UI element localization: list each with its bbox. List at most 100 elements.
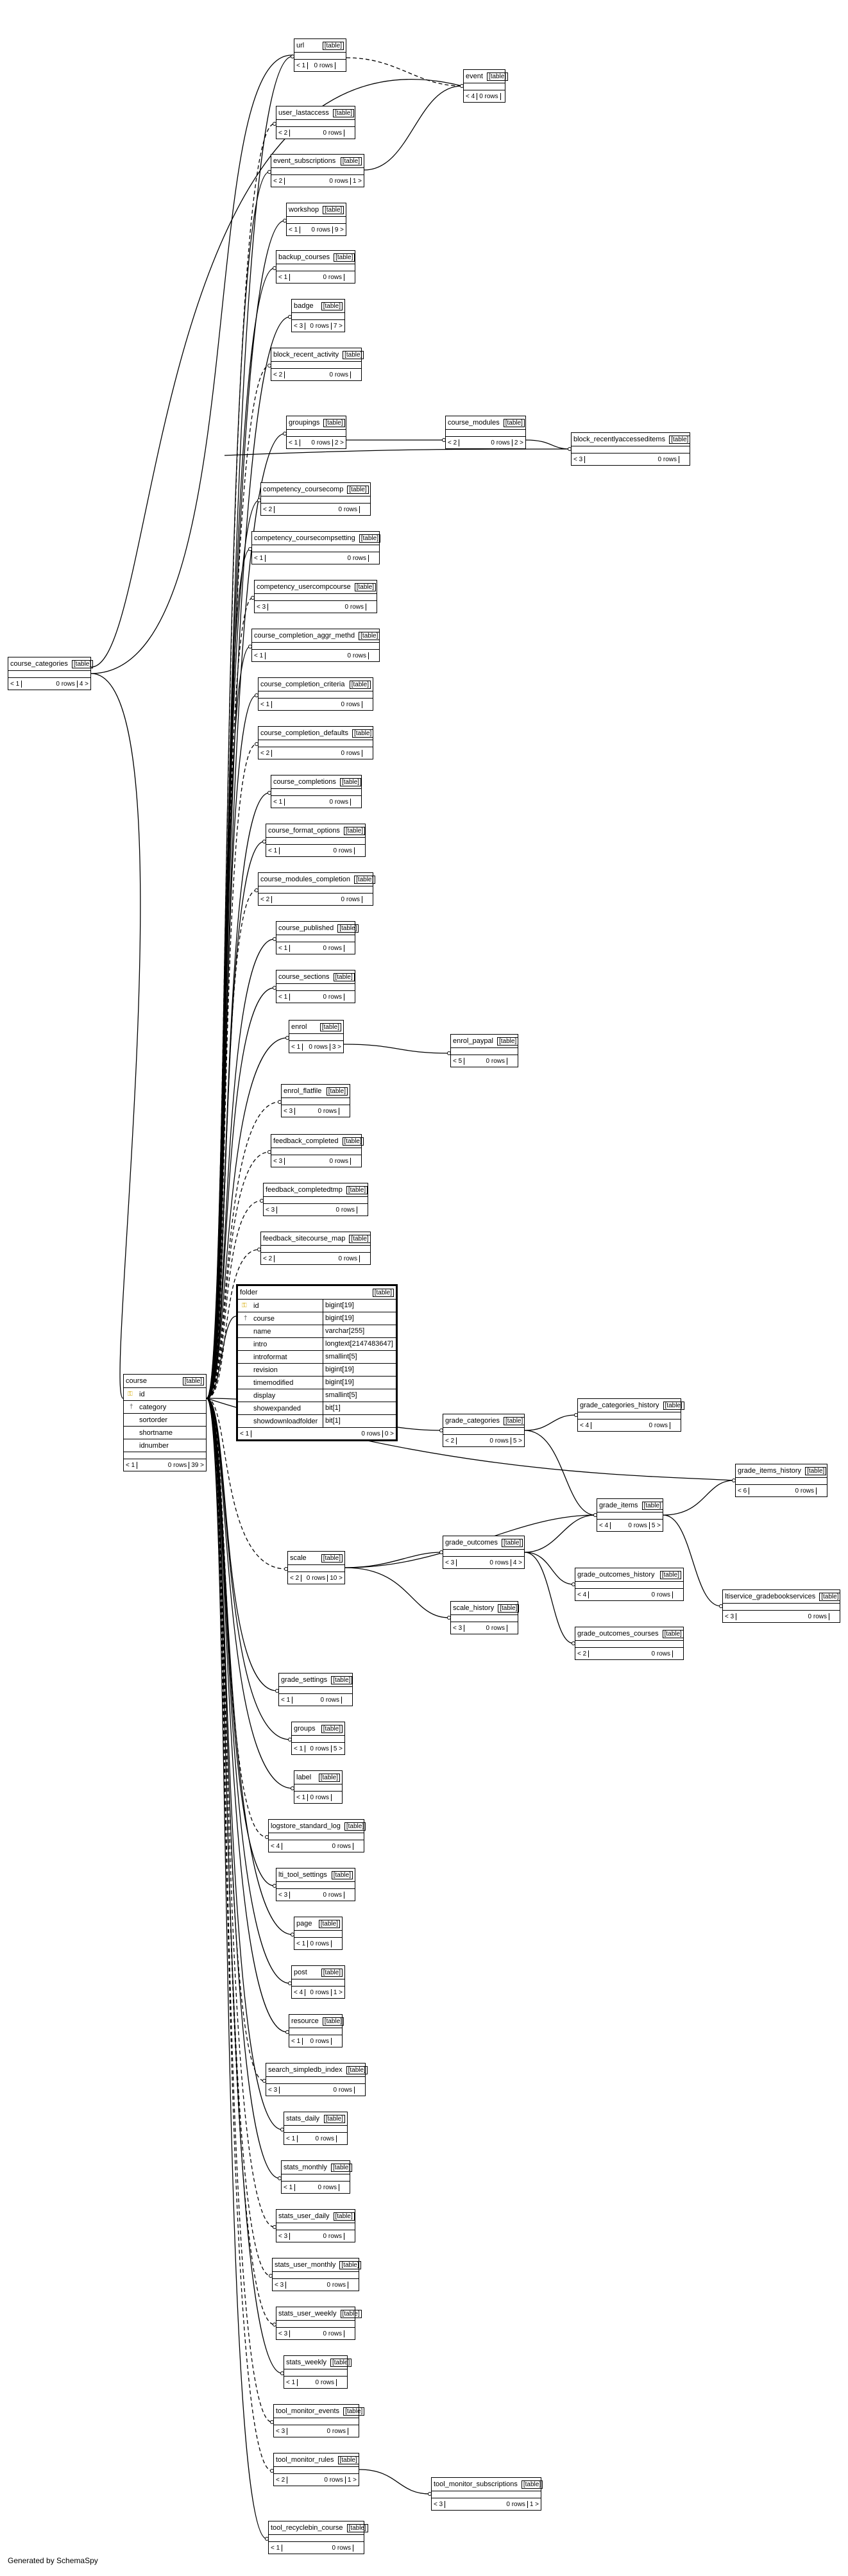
children-count[interactable]: < 4 xyxy=(577,1591,587,1598)
children-count[interactable]: < 3 xyxy=(275,2281,284,2289)
children-count[interactable]: < 2 xyxy=(260,895,270,903)
children-count[interactable]: < 4 xyxy=(599,1521,609,1529)
parents-count[interactable]: 1 > xyxy=(347,2476,357,2484)
children-count[interactable]: < 1 xyxy=(254,652,264,659)
parents-count[interactable]: 0 > xyxy=(384,1430,394,1437)
children-count[interactable]: < 1 xyxy=(281,1696,291,1704)
children-count[interactable]: < 1 xyxy=(284,2183,293,2191)
children-count[interactable]: < 3 xyxy=(445,1559,455,1566)
children-count[interactable]: < 2 xyxy=(577,1650,587,1657)
parents-count[interactable]: 5 > xyxy=(333,1745,343,1752)
children-count[interactable]: < 2 xyxy=(263,1255,273,1262)
children-count[interactable]: < 1 xyxy=(10,680,20,688)
children-count[interactable]: < 2 xyxy=(276,2476,285,2484)
parents-count[interactable]: 7 > xyxy=(333,322,343,330)
parents-count[interactable]: 2 > xyxy=(334,439,344,446)
parents-count[interactable]: 2 > xyxy=(514,439,523,446)
children-count[interactable]: < 4 xyxy=(580,1421,589,1429)
parents-count[interactable]: 3 > xyxy=(332,1043,341,1051)
children-count[interactable]: < 1 xyxy=(289,439,298,446)
children-count[interactable]: < 3 xyxy=(278,1891,288,1899)
children-count[interactable]: < 3 xyxy=(284,1107,293,1115)
children-count[interactable]: < 2 xyxy=(278,129,288,137)
children-count[interactable]: < 4 xyxy=(466,92,475,100)
children-count[interactable]: < 2 xyxy=(445,1437,455,1445)
children-count[interactable]: < 2 xyxy=(290,1574,300,1582)
children-count[interactable]: < 1 xyxy=(278,273,288,281)
children-count[interactable]: < 3 xyxy=(573,455,583,463)
children-count[interactable]: < 1 xyxy=(271,2544,280,2552)
children-count[interactable]: < 1 xyxy=(278,993,288,1001)
children-count[interactable]: < 1 xyxy=(286,2378,296,2386)
children-count[interactable]: < 3 xyxy=(278,2232,288,2240)
children-count[interactable]: < 1 xyxy=(289,226,298,233)
children-count[interactable]: < 3 xyxy=(294,322,303,330)
children-count[interactable]: < 4 xyxy=(271,1842,280,1850)
children-count[interactable]: < 5 xyxy=(453,1057,462,1065)
children-count[interactable]: < 1 xyxy=(294,1745,303,1752)
children-count[interactable]: < 1 xyxy=(240,1430,250,1437)
children-count[interactable]: < 1 xyxy=(254,554,264,562)
children-count[interactable]: < 3 xyxy=(725,1613,734,1620)
children-count[interactable]: < 4 xyxy=(294,1988,303,1996)
parents-count[interactable]: 10 > xyxy=(330,1574,343,1582)
children-count[interactable]: < 1 xyxy=(126,1461,135,1469)
children-count[interactable]: < 1 xyxy=(291,2037,301,2045)
children-count[interactable]: < 3 xyxy=(273,1157,283,1165)
children-count[interactable]: < 2 xyxy=(263,505,273,513)
children-count[interactable]: < 1 xyxy=(273,798,283,806)
children-count[interactable]: < 6 xyxy=(738,1487,747,1495)
children-count[interactable]: < 3 xyxy=(276,2427,285,2435)
parents-count[interactable]: 1 > xyxy=(333,1988,343,1996)
children-count[interactable]: < 2 xyxy=(260,749,270,757)
children-count[interactable]: < 1 xyxy=(286,2135,296,2142)
children-count[interactable]: < 3 xyxy=(266,1206,275,1214)
parents-count[interactable]: 1 > xyxy=(529,2500,539,2508)
